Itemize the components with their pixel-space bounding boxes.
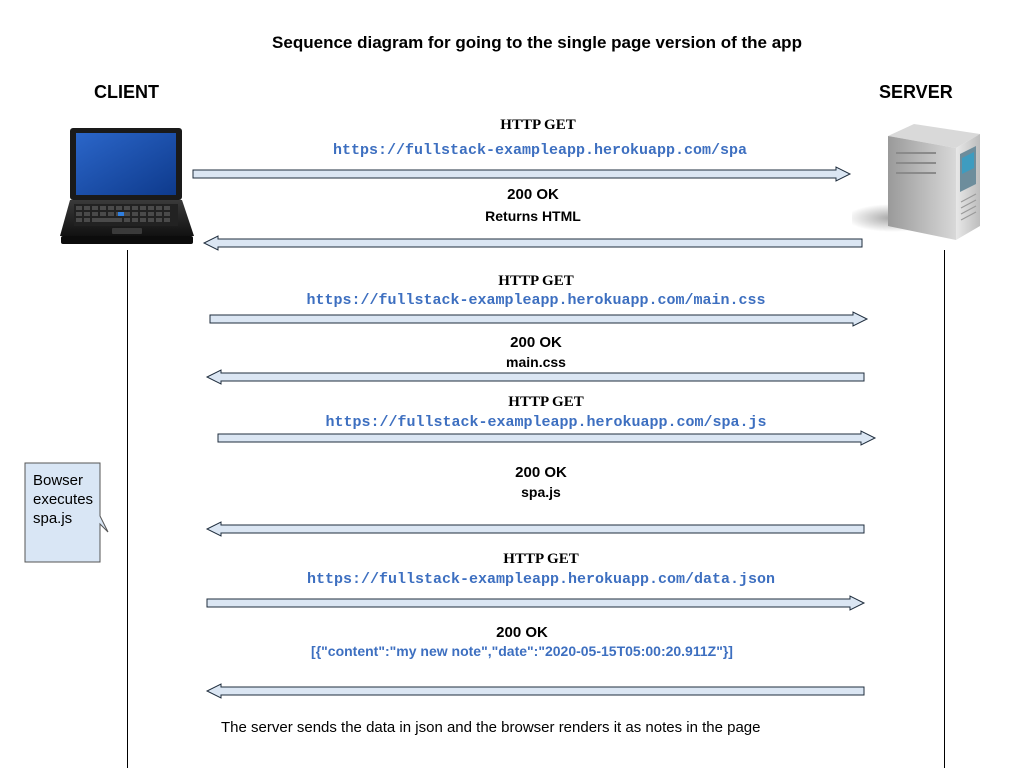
message-4-status: 200 OK	[510, 334, 562, 351]
request-arrow-5	[217, 430, 877, 446]
laptop-icon	[60, 128, 194, 244]
message-5-method: HTTP GET	[508, 394, 584, 410]
message-2-body: Returns HTML	[485, 208, 581, 224]
client-lifeline	[127, 250, 128, 768]
message-6-body: spa.js	[521, 484, 561, 500]
client-actor-label: CLIENT	[94, 82, 159, 102]
message-7-method: HTTP GET	[503, 551, 579, 567]
request-arrow-1	[192, 166, 852, 182]
server-lifeline	[944, 250, 945, 768]
server-tower-icon	[852, 124, 980, 240]
response-arrow-4	[205, 369, 865, 385]
message-3-url: https://fullstack-exampleapp.herokuapp.c…	[306, 292, 766, 309]
message-2-status: 200 OK	[507, 186, 559, 203]
browser-note-box	[24, 462, 109, 563]
request-arrow-7	[206, 595, 866, 611]
response-arrow-6	[205, 521, 865, 537]
message-7-url: https://fullstack-exampleapp.herokuapp.c…	[306, 571, 776, 588]
message-3-method: HTTP GET	[498, 273, 574, 289]
request-arrow-3	[209, 311, 869, 327]
diagram-caption: The server sends the data in json and th…	[221, 719, 761, 736]
response-arrow-8	[205, 683, 865, 699]
diagram-title: Sequence diagram for going to the single…	[272, 33, 802, 52]
response-arrow-2	[202, 235, 863, 251]
message-4-body: main.css	[506, 354, 566, 370]
browser-note-text: Bowser executes spa.js	[33, 472, 94, 527]
message-1-method: HTTP GET	[500, 117, 576, 133]
message-6-status: 200 OK	[515, 464, 567, 481]
message-8-body: [{"content":"my new note","date":"2020-0…	[311, 643, 733, 659]
server-actor-label: SERVER	[879, 82, 953, 102]
message-5-url: https://fullstack-exampleapp.herokuapp.c…	[325, 414, 767, 431]
message-1-url: https://fullstack-exampleapp.herokuapp.c…	[332, 142, 748, 159]
message-8-status: 200 OK	[496, 624, 548, 641]
